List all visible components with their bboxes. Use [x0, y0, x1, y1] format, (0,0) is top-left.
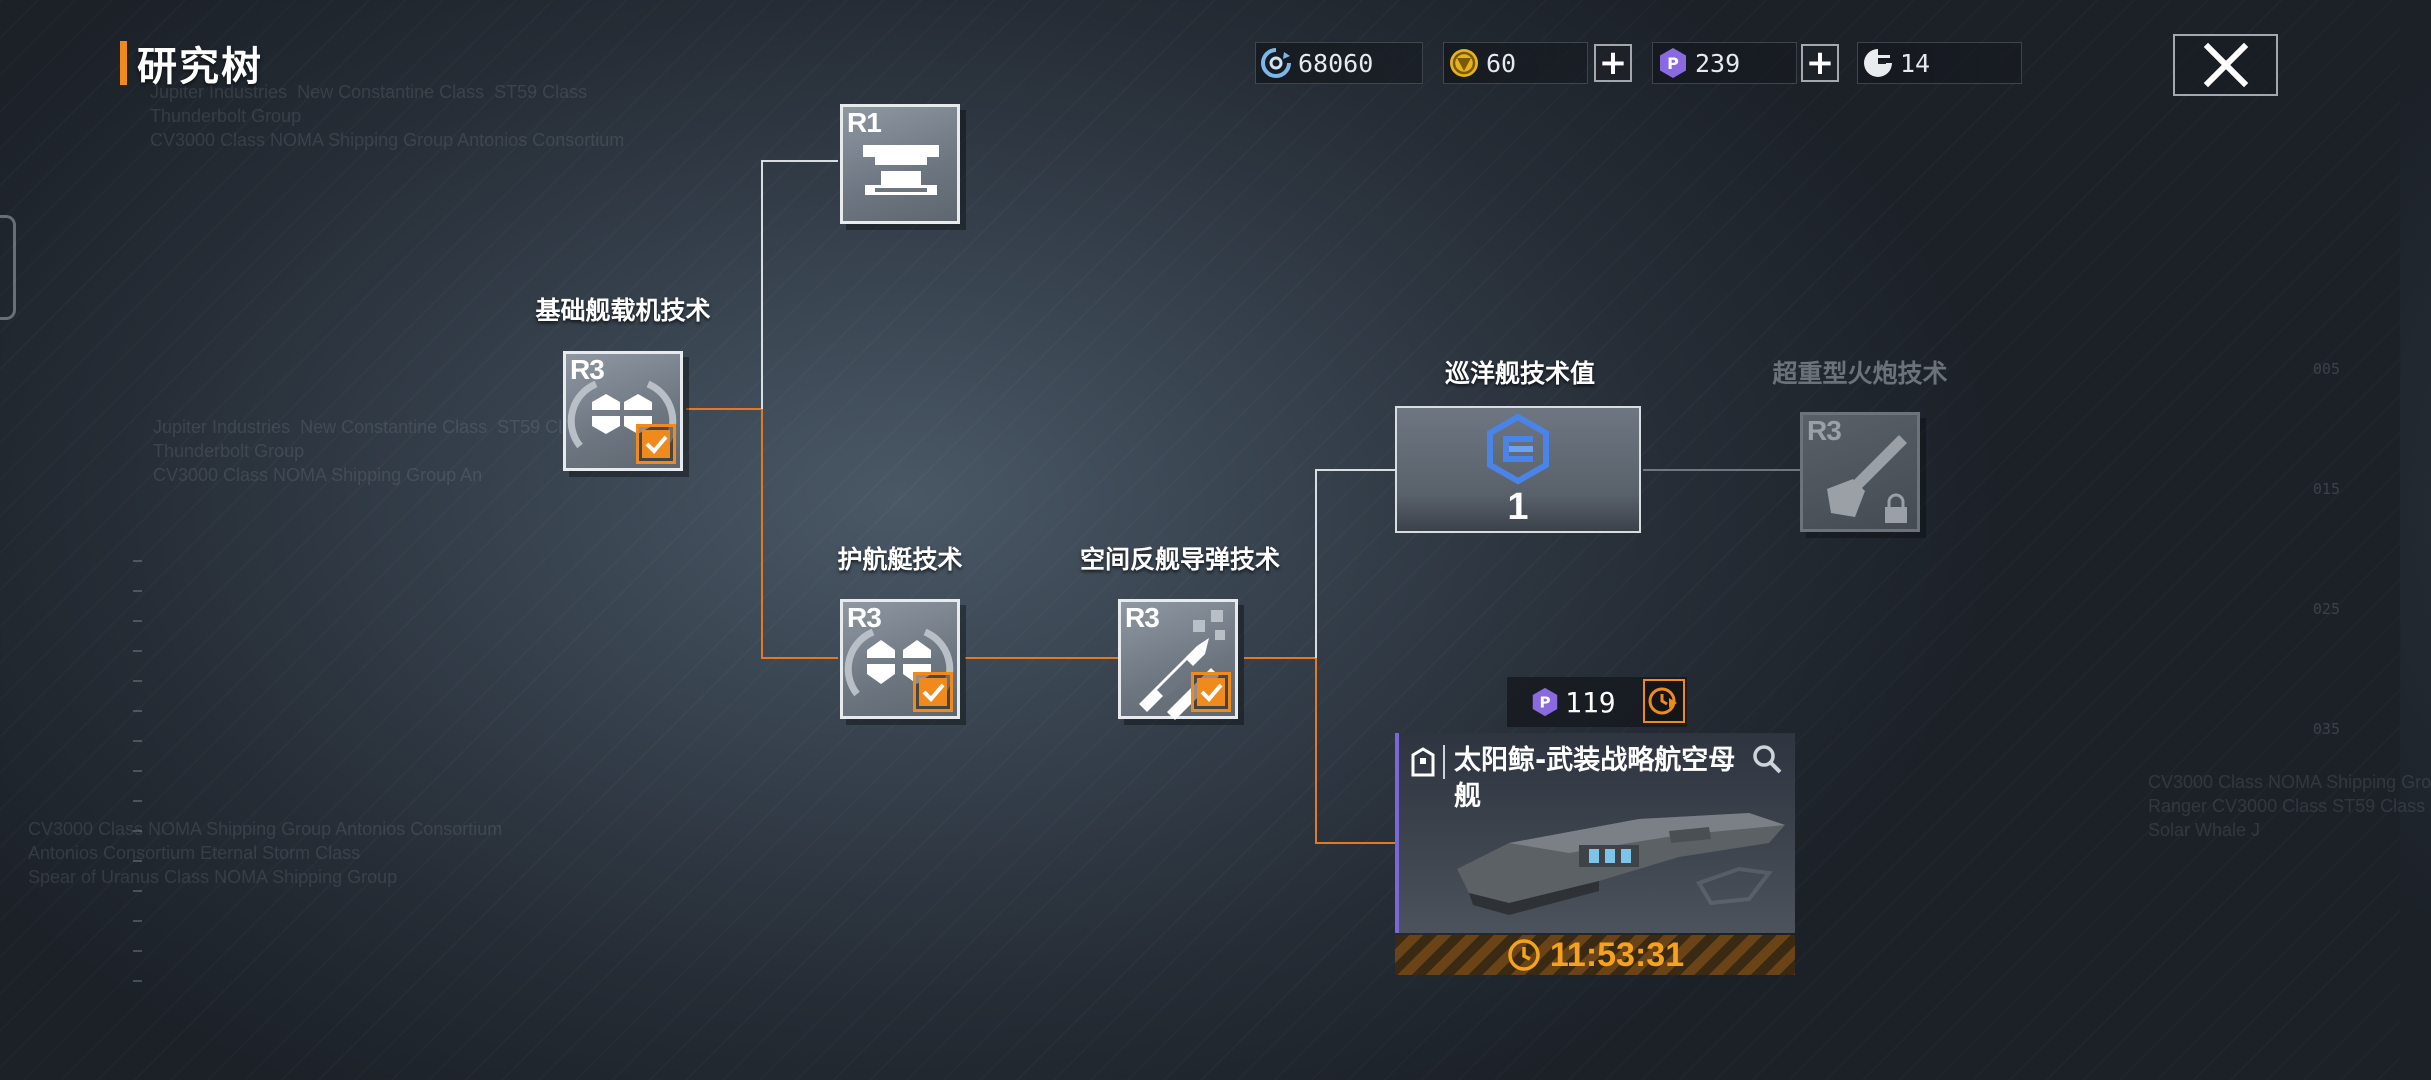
escort-tech-label: 护航艇技术: [837, 545, 963, 574]
page-title: 研究树: [120, 38, 263, 90]
lock-icon: [1885, 493, 1907, 523]
node-rank: R3: [570, 354, 605, 385]
research-timer-value: 11:53:31: [1549, 935, 1685, 974]
add-research-points-button[interactable]: +: [1801, 44, 1839, 82]
node-rank: R3: [1125, 602, 1160, 633]
cruiser-points-value: 1: [1507, 486, 1529, 528]
left-ruler: [133, 560, 143, 1010]
ruler-label: 005: [2312, 360, 2340, 378]
checkmark-icon: [642, 430, 670, 458]
svg-text:P: P: [1667, 54, 1679, 73]
cannon-icon: [1827, 435, 1907, 517]
gold-value: 60: [1486, 48, 1517, 78]
ruler-label: 025: [2312, 600, 2340, 618]
tech-node-super-heavy-cannon[interactable]: R3: [1800, 412, 1920, 532]
page-title-text: 研究树: [137, 44, 263, 90]
search-icon[interactable]: [1751, 743, 1783, 775]
anti-ship-missile-tech-label: 空间反舰导弹技术: [1079, 545, 1280, 574]
separator: [1443, 745, 1445, 779]
research-point-icon: P: [1532, 687, 1558, 717]
currency-research-points: P 239: [1652, 42, 1797, 84]
ruler-label: 035: [2312, 720, 2340, 738]
escort-craft-icon: [844, 628, 954, 697]
research-points-value: 239: [1695, 48, 1741, 78]
speed-up-button[interactable]: [1643, 679, 1685, 723]
credits-icon: [1256, 43, 1296, 83]
side-drawer-handle[interactable]: [0, 215, 16, 320]
research-point-icon: P: [1653, 43, 1693, 83]
cruiser-tech-icon: [1487, 413, 1549, 485]
credits-value: 68060: [1298, 48, 1374, 78]
close-button[interactable]: [2173, 34, 2278, 96]
tech-node-r1[interactable]: R1: [840, 104, 960, 224]
cruiser-points-card[interactable]: 1: [1395, 406, 1641, 533]
clock-icon: [1508, 939, 1540, 971]
gold-coin-icon: [1444, 43, 1484, 83]
research-cost-value: 119: [1565, 685, 1616, 719]
basic-carrier-tech-label: 基础舰载机技术: [535, 296, 711, 325]
cruiser-points-label: 巡洋舰技术值: [1444, 359, 1595, 388]
fast-forward-clock-icon: [1648, 687, 1677, 715]
super-heavy-cannon-tech-label: 超重型火炮技术: [1772, 359, 1948, 388]
node-rank: R3: [1807, 415, 1842, 446]
research-timer: 11:53:31: [1395, 935, 1795, 975]
completed-check: [1191, 672, 1231, 712]
currency-credits: 68060: [1255, 42, 1423, 84]
tech-node-anti-ship-missile[interactable]: R3: [1118, 599, 1238, 720]
close-icon: [2203, 42, 2248, 88]
currency-tech-points: 14: [1857, 42, 2022, 84]
tech-node-basic-carrier[interactable]: R3: [563, 351, 683, 471]
carrier-ship-image: [1457, 813, 1785, 915]
node-rank: R3: [847, 602, 882, 633]
title-accent-bar: [120, 41, 127, 85]
ruler-label: 015: [2312, 480, 2340, 498]
research-ship-card[interactable]: 太阳鲸-武装战略航空母舰: [1395, 733, 1795, 933]
completed-check: [636, 424, 676, 464]
node-rank: R1: [847, 107, 882, 138]
blueprint-icon: [1411, 747, 1435, 777]
tech-points-value: 14: [1900, 48, 1931, 78]
completed-check: [913, 672, 953, 712]
tech-node-escort[interactable]: R3: [840, 599, 960, 719]
carrier-bay-icon: [863, 145, 939, 195]
tech-point-icon: [1858, 43, 1898, 83]
add-gold-button[interactable]: +: [1594, 44, 1632, 82]
checkmark-icon: [1197, 678, 1225, 706]
checkmark-icon: [919, 678, 947, 706]
currency-gold: 60: [1443, 42, 1588, 84]
ship-name: 太阳鲸-武装战略航空母舰: [1454, 745, 1736, 812]
svg-text:P: P: [1539, 694, 1550, 712]
